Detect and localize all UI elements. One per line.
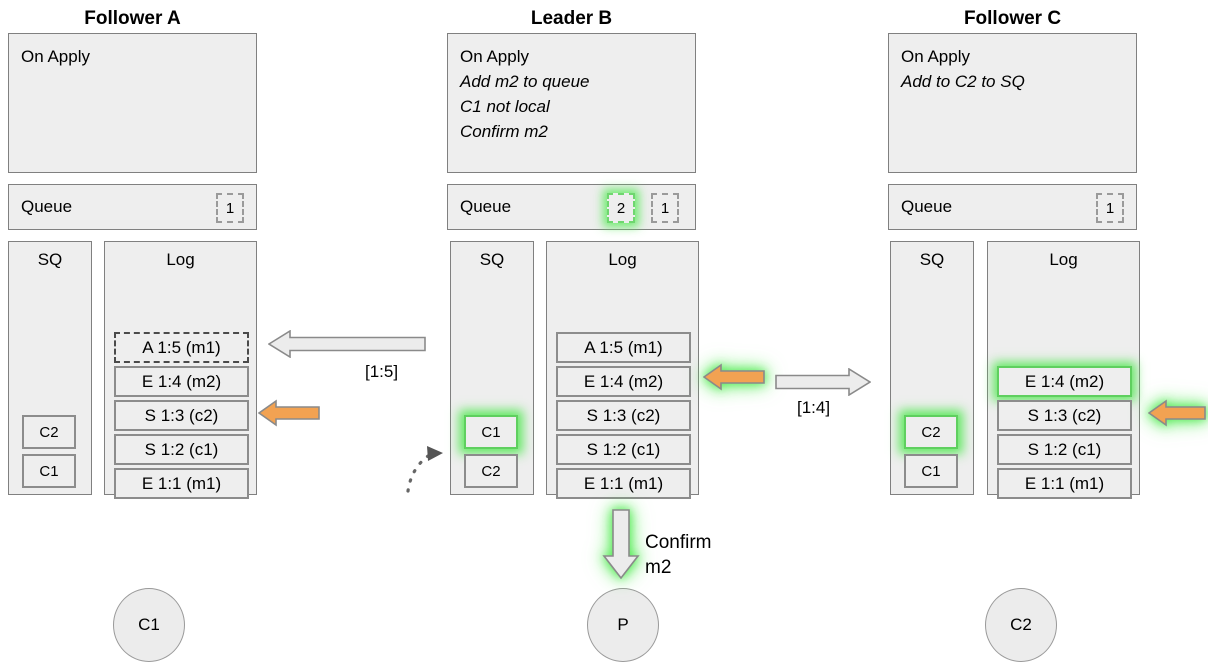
on-apply-line: Add m2 to queue [460,72,590,91]
sq-insert-pointer-leader-b [398,425,454,495]
log-entry: S 1:3 (c2) [997,400,1132,431]
queue-slot: 1 [216,193,244,223]
on-apply-panel-follower-a: On Apply [8,33,257,173]
sq-header: SQ [919,250,945,269]
on-apply-line: Confirm m2 [460,122,548,141]
replication-arrow-right [775,368,871,396]
node-title-follower-c: Follower C [963,8,1062,29]
log-entry: S 1:2 (c1) [556,434,691,465]
log-header: Log [166,250,195,269]
log-panel-leader-b: Log A 1:5 (m1) E 1:4 (m2) S 1:3 (c2) S 1… [546,241,699,499]
apply-arrow-follower-c [1148,398,1206,428]
sq-panel-follower-a: SQ C2 C1 [8,241,92,495]
node-title-follower-a: Follower A [84,8,181,29]
node-title-leader-b: Leader B [530,8,613,29]
log-entry: S 1:2 (c1) [997,434,1132,465]
log-panel-follower-a: Log A 1:5 (m1) E 1:4 (m2) S 1:3 (c2) S 1… [104,241,257,499]
on-apply-header: On Apply [460,47,529,66]
client-node-c2: C2 [985,588,1057,662]
replication-arrow-right-label: [1:4] [797,398,831,417]
replication-arrow-left [268,330,426,358]
queue-panel-follower-c: Queue 1 [888,184,1137,230]
sq-panel-follower-c: SQ C2 C1 [890,241,974,495]
queue-slot: 1 [1096,193,1124,223]
log-entry: E 1:4 (m2) [114,366,249,397]
on-apply-line: C1 not local [460,97,550,116]
on-apply-panel-follower-c: On Apply Add to C2 to SQ [888,33,1137,173]
queue-label: Queue [460,197,512,216]
sq-item: C1 [22,454,76,488]
sq-header: SQ [37,250,63,269]
log-entry: E 1:1 (m1) [114,468,249,499]
log-entry: S 1:3 (c2) [114,400,249,431]
log-entry: S 1:2 (c1) [114,434,249,465]
log-entry: A 1:5 (m1) [556,332,691,363]
log-entry: S 1:3 (c2) [556,400,691,431]
on-apply-header: On Apply [21,47,90,66]
log-header: Log [608,250,637,269]
sq-header: SQ [479,250,505,269]
confirm-label-line1: Confirm [645,532,712,553]
client-node-p: P [587,588,659,662]
queue-panel-follower-a: Queue 1 [8,184,257,230]
sq-item-highlighted: C2 [904,415,958,449]
log-entry: E 1:1 (m1) [997,468,1132,499]
queue-slot-highlighted: 2 [607,193,635,223]
sq-item: C1 [904,454,958,488]
sq-item: C2 [464,454,518,488]
log-entry: E 1:4 (m2) [556,366,691,397]
confirm-label-line2: m2 [645,557,672,578]
on-apply-line: Add to C2 to SQ [901,72,1025,91]
client-node-c1: C1 [113,588,185,662]
log-entry: E 1:1 (m1) [556,468,691,499]
log-header: Log [1049,250,1078,269]
sq-item: C2 [22,415,76,449]
log-entry: A 1:5 (m1) [114,332,249,363]
confirm-arrow-down [601,509,641,579]
queue-label: Queue [21,197,73,216]
sq-panel-leader-b: SQ C1 C2 [450,241,534,495]
apply-arrow-follower-a [258,398,320,428]
apply-arrow-leader-b [703,362,765,392]
replication-arrow-left-label: [1:5] [365,362,399,381]
on-apply-panel-leader-b: On Apply Add m2 to queue C1 not local Co… [447,33,696,173]
log-entry-highlighted: E 1:4 (m2) [997,366,1132,397]
sq-item-highlighted: C1 [464,415,518,449]
queue-label: Queue [901,197,953,216]
log-panel-follower-c: Log E 1:4 (m2) S 1:3 (c2) S 1:2 (c1) E 1… [987,241,1140,499]
queue-slot: 1 [651,193,679,223]
queue-panel-leader-b: Queue 2 1 [447,184,696,230]
on-apply-header: On Apply [901,47,970,66]
